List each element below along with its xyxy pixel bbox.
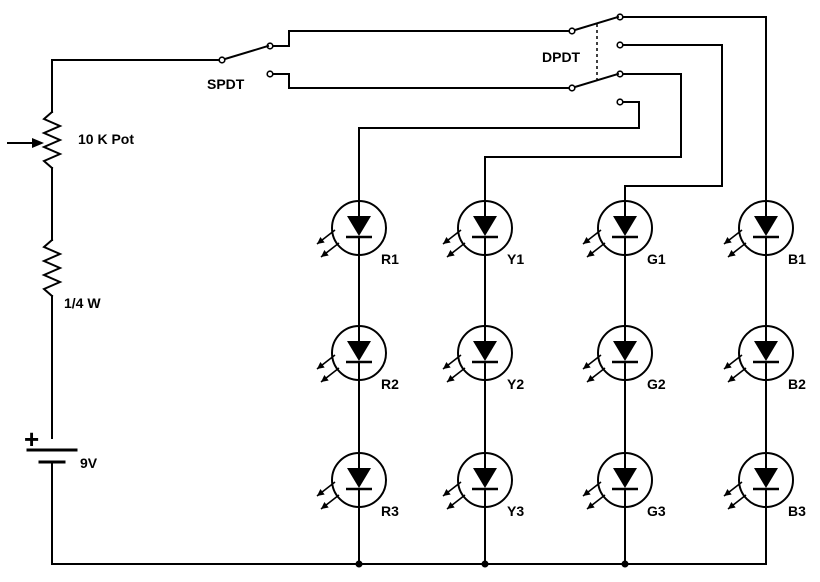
led-b1: B1 — [723, 200, 806, 267]
column-feed-wires — [358, 16, 767, 201]
junction-dot — [481, 560, 489, 568]
led-label: R2 — [381, 376, 399, 392]
led-y3: Y3 — [442, 452, 524, 519]
battery — [26, 448, 78, 464]
battery-plus-label: + — [24, 424, 39, 454]
spdt-switch — [218, 30, 573, 89]
led-label: G2 — [647, 376, 666, 392]
led-label: G3 — [647, 503, 666, 519]
led-g3: G3 — [582, 452, 666, 519]
dpdt-switch — [568, 13, 624, 106]
resistor-label: 1/4 W — [64, 295, 101, 311]
led-y2: Y2 — [442, 325, 524, 392]
spdt-label: SPDT — [207, 76, 245, 92]
led-label: B2 — [788, 376, 806, 392]
led-label: R1 — [381, 251, 399, 267]
battery-voltage-label: 9V — [80, 455, 98, 471]
junction-dot — [621, 560, 629, 568]
led-b2: B2 — [723, 325, 806, 392]
led-g1: G1 — [582, 200, 666, 267]
led-r1: R1 — [316, 200, 399, 267]
led-y1: Y1 — [442, 200, 524, 267]
led-g2: G2 — [582, 325, 666, 392]
led-label: Y2 — [507, 376, 524, 392]
led-r3: R3 — [316, 452, 399, 519]
led-label: B1 — [788, 251, 806, 267]
led-label: Y1 — [507, 251, 524, 267]
potentiometer — [7, 110, 63, 170]
resistor — [41, 238, 63, 298]
led-b3: B3 — [723, 452, 806, 519]
pot-label: 10 K Pot — [78, 131, 134, 147]
led-label: R3 — [381, 503, 399, 519]
left-branch-wires — [51, 59, 767, 565]
led-label: B3 — [788, 503, 806, 519]
led-label: G1 — [647, 251, 666, 267]
led-label: Y3 — [507, 503, 524, 519]
junction-dot — [355, 560, 363, 568]
led-r2: R2 — [316, 325, 399, 392]
dpdt-label: DPDT — [542, 49, 581, 65]
